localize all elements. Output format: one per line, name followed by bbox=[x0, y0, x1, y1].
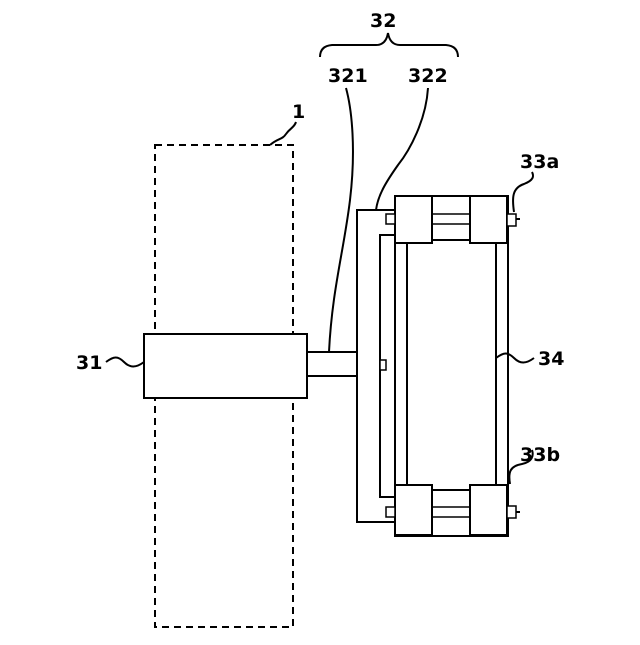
label-roller-bottom: 33b bbox=[520, 444, 560, 466]
label-coupling: 32 bbox=[370, 10, 396, 32]
roller-top-left-block bbox=[395, 196, 432, 243]
roller-bottom-left-block bbox=[395, 485, 432, 535]
label-frame: 1 bbox=[292, 101, 305, 123]
roller-top-axle bbox=[432, 214, 470, 224]
leader-31 bbox=[106, 358, 144, 367]
roller-top-right-block bbox=[470, 196, 507, 243]
label-roller-top: 33a bbox=[520, 151, 559, 173]
label-coupling-part-a: 321 bbox=[328, 65, 368, 87]
roller-top-right-pin bbox=[507, 214, 516, 226]
roller-bottom-right-block bbox=[470, 485, 507, 535]
label-belt: 34 bbox=[538, 348, 564, 370]
shaft bbox=[305, 352, 357, 376]
label-coupling-part-b: 322 bbox=[408, 65, 448, 87]
leader-33a bbox=[513, 172, 533, 212]
brace-32 bbox=[320, 33, 458, 57]
roller-bottom-right-pin bbox=[507, 506, 516, 518]
label-motor: 31 bbox=[76, 352, 102, 374]
center-pin bbox=[380, 360, 386, 370]
roller-bottom-axle bbox=[432, 507, 470, 517]
leader-321 bbox=[329, 88, 353, 352]
roller-bottom-left-pin bbox=[386, 507, 395, 517]
motor-31 bbox=[144, 334, 307, 398]
roller-top-left-pin bbox=[386, 214, 395, 224]
belt-inner bbox=[407, 240, 496, 490]
frame-leader bbox=[270, 122, 296, 145]
leader-322 bbox=[376, 88, 428, 210]
